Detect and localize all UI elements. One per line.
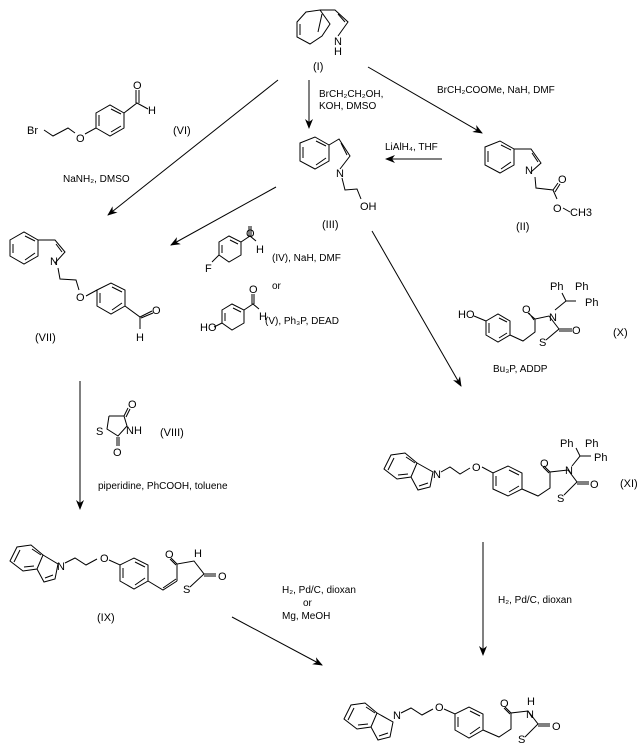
- atom-H: H: [194, 548, 202, 560]
- arrow-III-to-VII: [170, 186, 277, 246]
- condition-III-to-VII-b: (V), Ph₃P, DEAD: [265, 316, 339, 327]
- atom-S: S: [557, 493, 564, 505]
- compound-final: N O O H O S N: [343, 696, 561, 746]
- atom-N: N: [57, 561, 65, 573]
- atom-O-4: O: [165, 549, 174, 561]
- atom-O-ether: O: [100, 553, 109, 565]
- compound-label-III: (III): [322, 219, 339, 231]
- atom-O-aldehyde: O: [152, 305, 161, 317]
- atom-H: H: [256, 244, 264, 256]
- condition-I-to-III-line2: KOH, DMSO: [319, 101, 376, 112]
- compound-label-XI: (XI): [620, 478, 638, 490]
- atom-O-carbonyl: O: [558, 174, 567, 186]
- atom-O-2: O: [590, 479, 599, 491]
- atom-Ph-2: Ph: [575, 281, 588, 293]
- compound-IX: N O O H O S (IX): [9, 544, 227, 624]
- condition-II-to-III: LiAlH₄, THF: [385, 142, 438, 153]
- atom-O-4: O: [522, 304, 531, 316]
- atom-O-2: O: [113, 447, 122, 459]
- indole-structure: [296, 9, 349, 45]
- compound-III: N OH (III): [299, 136, 377, 231]
- compound-VII: N O O H (VII): [9, 231, 161, 344]
- atom-N: N: [336, 168, 344, 180]
- atom-O-ether: O: [76, 133, 85, 145]
- atom-Ph-3: Ph: [585, 297, 598, 309]
- atom-H: H: [136, 332, 144, 344]
- atom-Br: Br: [27, 125, 38, 137]
- atom-N: N: [433, 469, 441, 481]
- atom-O-2: O: [218, 571, 227, 583]
- atom-O-4: O: [500, 698, 509, 710]
- atom-O-ether: O: [472, 462, 481, 474]
- atom-O: O: [249, 284, 258, 296]
- condition-III-to-XI: Bu₃P, ADDP: [493, 364, 548, 375]
- arrow-III-to-XI: [371, 230, 462, 387]
- atom-N-ring: N: [526, 709, 534, 721]
- compound-label-VII: (VII): [35, 332, 56, 344]
- condition-VII-to-IX: piperidine, PhCOOH, toluene: [98, 481, 228, 492]
- compound-label-VIII: (VIII): [160, 427, 184, 439]
- atom-N: N: [50, 256, 58, 268]
- compound-label-X: (X): [613, 327, 628, 339]
- condition-IX-to-final-or: or: [303, 598, 313, 609]
- arrow-I-to-II: [367, 66, 483, 134]
- condition-I-to-II: BrCH₂COOMe, NaH, DMF: [437, 85, 555, 96]
- atom-S: S: [518, 734, 525, 746]
- atom-S: S: [183, 584, 190, 596]
- compound-label-VI: (VI): [173, 125, 191, 137]
- condition-IX-to-final-line2: Mg, MeOH: [282, 611, 330, 622]
- compound-label-I: (I): [313, 61, 323, 73]
- compound-label-IX: (IX): [97, 612, 115, 624]
- condition-I-to-III-line1: BrCH₂CH₂OH,: [319, 89, 383, 100]
- indole-N: N: [334, 36, 342, 48]
- atom-Ph-3: Ph: [594, 452, 607, 464]
- atom-Ph-1: Ph: [560, 438, 573, 450]
- atom-NH: NH: [126, 425, 142, 437]
- atom-O-aldehyde: O: [133, 80, 142, 92]
- compound-VI: Br O O H (VI): [27, 80, 191, 145]
- atom-O-2: O: [552, 721, 561, 733]
- atom-H: H: [527, 696, 535, 708]
- reagent-VIII: O S NH O (VIII): [96, 399, 184, 459]
- atom-S: S: [539, 337, 546, 349]
- condition-or: or: [272, 281, 282, 292]
- condition-III-to-VII-a: (IV), NaH, DMF: [272, 253, 341, 264]
- atom-O-ester: O: [553, 203, 562, 215]
- reagent-IV: F O H: [205, 226, 264, 275]
- atom-O-ether: O: [435, 702, 444, 714]
- atom-Ph-2: Ph: [585, 438, 598, 450]
- condition-IX-to-final-line1: H₂, Pd/C, dioxan: [282, 585, 356, 596]
- atom-N: N: [549, 312, 557, 324]
- atom-O: O: [246, 228, 255, 240]
- atom-O-2: O: [572, 325, 581, 337]
- atom-O-4: O: [540, 458, 549, 470]
- condition-VI-to-VII: NaNH₂, DMSO: [63, 174, 130, 185]
- condition-XI-to-final: H₂, Pd/C, dioxan: [498, 595, 572, 606]
- atom-N: N: [525, 165, 533, 177]
- reagent-V: HO O H: [200, 284, 267, 334]
- atom-O-4: O: [128, 399, 137, 411]
- atom-HO: HO: [200, 322, 217, 334]
- atom-N: N: [393, 710, 401, 722]
- atom-Ph-1: Ph: [550, 281, 563, 293]
- compound-I: N H (I): [296, 9, 349, 73]
- reagent-X: HO O N O S Ph Ph Ph (X): [458, 281, 628, 349]
- atom-H: H: [259, 311, 267, 323]
- atom-CH3: CH3: [570, 207, 592, 219]
- atom-S: S: [96, 426, 103, 438]
- compound-II: N O O CH3 (II): [484, 140, 592, 233]
- atom-O-ether: O: [76, 292, 85, 304]
- atom-H: H: [148, 105, 156, 117]
- compound-XI: N O O N O S Ph Ph Ph (XI): [383, 438, 638, 505]
- indole-H: H: [334, 46, 342, 58]
- atom-HO: HO: [458, 309, 475, 321]
- atom-OH: OH: [360, 201, 377, 213]
- arrow-I-to-VII: [107, 79, 279, 216]
- atom-N-ring: N: [565, 465, 573, 477]
- atom-F: F: [205, 263, 212, 275]
- arrow-IX-to-final: [231, 616, 323, 666]
- compound-label-II: (II): [516, 221, 529, 233]
